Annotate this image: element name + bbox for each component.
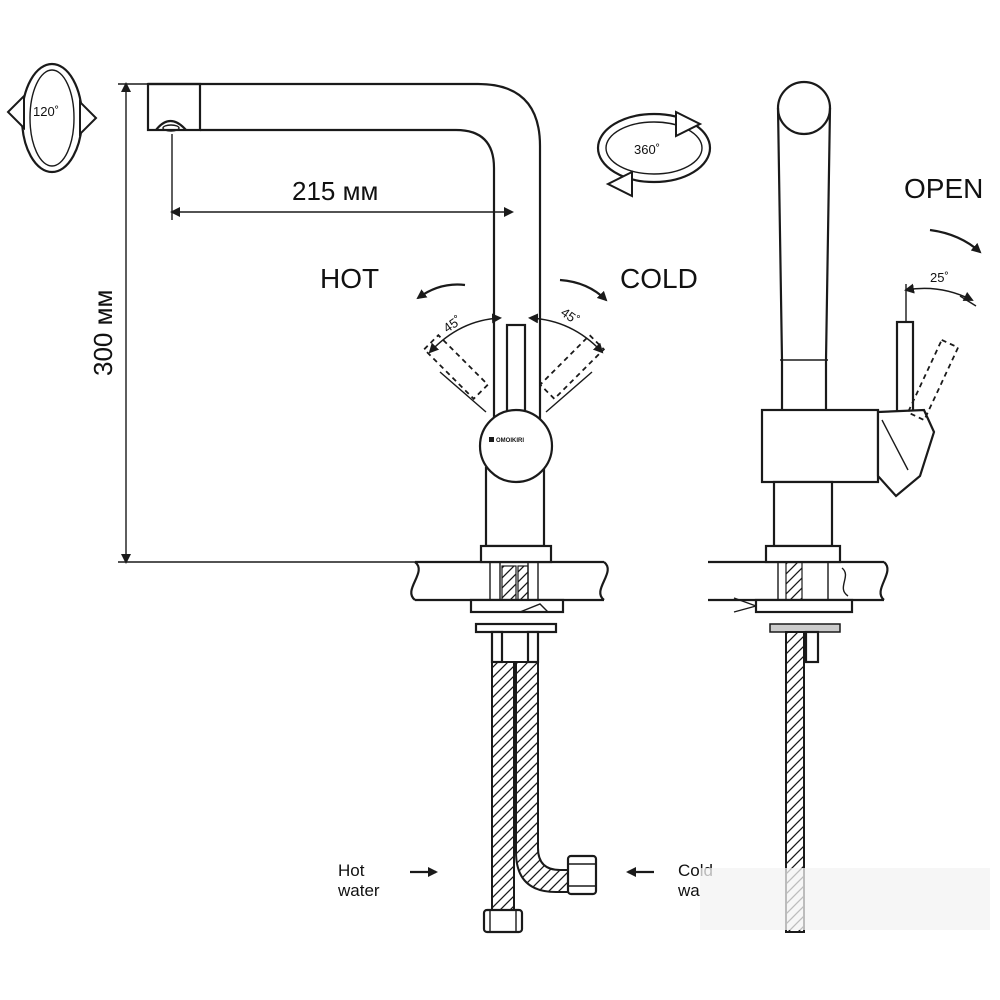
- hot-angle-label: 45˚: [440, 313, 464, 336]
- front-view: OMOIKIRI 45˚ 45˚ HOT COLD: [6, 62, 713, 934]
- brand-logo-icon: [489, 437, 494, 442]
- rotation-360-label: 360˚: [634, 142, 660, 157]
- width-label: 215 мм: [292, 176, 378, 206]
- watermark-overlay: [700, 868, 990, 930]
- front-spout: [146, 82, 542, 548]
- rotation-360-icon: [596, 110, 712, 198]
- front-handle: [505, 323, 527, 417]
- front-hub: [478, 408, 554, 484]
- side-view: 25˚ OPEN: [708, 80, 983, 933]
- open-label: OPEN: [904, 173, 983, 204]
- front-angle-arcs: [416, 278, 608, 354]
- rotation-120-label: 120˚: [33, 104, 59, 119]
- open-angle-label: 25˚: [930, 270, 949, 285]
- side-spout: [776, 80, 832, 361]
- side-lever: [876, 320, 960, 498]
- cold-water-label-line2: wa: [677, 881, 700, 900]
- dimension-width: [170, 134, 514, 220]
- side-body: [760, 360, 880, 548]
- hot-water-label-line2: water: [337, 881, 380, 900]
- side-mount: [733, 544, 854, 664]
- brand-label: OMOIKIRI: [496, 438, 524, 444]
- front-hoses: [482, 565, 598, 934]
- rotation-120-icon: [6, 62, 98, 174]
- front-mount: [469, 544, 565, 664]
- hot-water-label-line1: Hot: [338, 861, 365, 880]
- cold-label: COLD: [620, 263, 698, 294]
- side-hose: [785, 561, 805, 933]
- height-label: 300 мм: [88, 290, 118, 376]
- hot-label: HOT: [320, 263, 379, 294]
- dimension-height: [118, 82, 415, 564]
- side-angle: [904, 228, 982, 322]
